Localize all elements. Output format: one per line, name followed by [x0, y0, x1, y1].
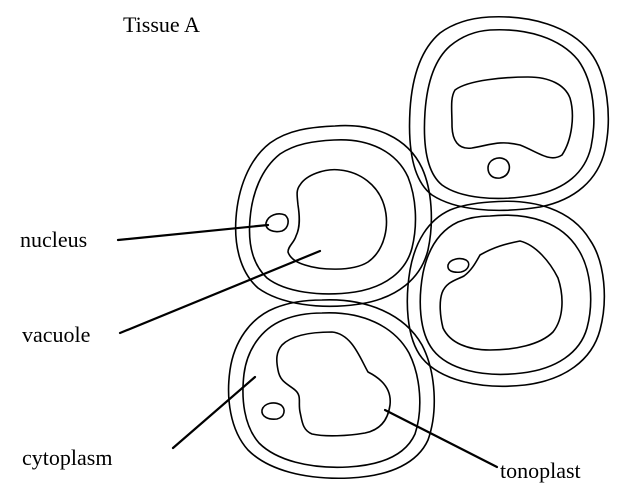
- vacuole: [288, 170, 386, 269]
- cell-membrane: [420, 215, 590, 374]
- label-tonoplast: tonoplast: [500, 458, 581, 483]
- label-nucleus: nucleus: [20, 227, 87, 252]
- nucleus: [262, 403, 284, 419]
- cell-wall-outer: [229, 300, 435, 478]
- label-vacuole: vacuole: [22, 322, 90, 347]
- vacuole: [440, 241, 562, 350]
- cell-bottom-left: [229, 300, 435, 478]
- cell-wall-outer: [236, 126, 432, 307]
- nucleus-leader-line: [118, 225, 268, 240]
- label-cytoplasm: cytoplasm: [22, 445, 112, 470]
- cell-wall-outer: [410, 17, 609, 211]
- cytoplasm-leader-line: [173, 377, 255, 448]
- cell-middle-left: [236, 126, 432, 307]
- nucleus: [448, 259, 469, 273]
- cell-middle-right: [407, 201, 604, 386]
- cell-membrane: [424, 30, 593, 199]
- cell-wall-outer: [407, 201, 604, 386]
- tonoplast-leader-line: [385, 410, 497, 467]
- diagram-title: Tissue A: [123, 12, 200, 37]
- vacuole: [452, 77, 573, 158]
- cell-top-right: [410, 17, 609, 211]
- vacuole-leader-line: [120, 251, 320, 333]
- cell-membrane: [243, 313, 420, 467]
- nucleus: [266, 214, 288, 232]
- vacuole: [277, 332, 390, 436]
- nucleus: [488, 158, 509, 178]
